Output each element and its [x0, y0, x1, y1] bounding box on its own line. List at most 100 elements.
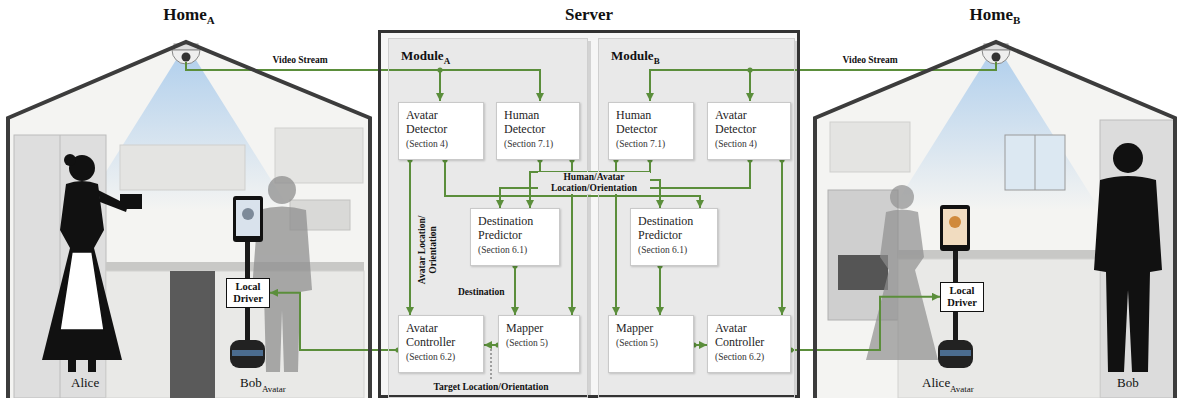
robot-wheel-band	[940, 350, 971, 356]
heading-group: HomeB	[815, 5, 1175, 26]
name-subscript: Avatar	[262, 384, 286, 394]
connector-arrow	[615, 160, 617, 315]
person-name: Bob	[1117, 375, 1139, 391]
section-reference: (Section 7.1)	[504, 138, 572, 150]
module-panel: ModuleB Human Detector(Section 7.1) Avatar…	[598, 38, 795, 398]
box-title: Avatar Detector	[406, 109, 476, 137]
kitchen-right	[815, 42, 1175, 398]
connector-arrow	[540, 160, 660, 208]
connector-arrow	[484, 344, 498, 346]
man-body	[1094, 176, 1162, 372]
heading-subscript: B	[654, 56, 660, 66]
junction-dot	[437, 67, 442, 72]
section-reference: (Section 7.1)	[616, 138, 686, 150]
person-name: Bob	[240, 375, 262, 391]
upper-cabinet	[275, 128, 363, 183]
house-panel: HomeB Local Driver	[815, 0, 1175, 398]
man-silhouette	[1094, 143, 1162, 372]
heading-group: HomeA	[8, 5, 370, 26]
process-box: Human Detector(Section 7.1)	[496, 102, 580, 160]
house-outline	[815, 0, 1175, 398]
driver-box: Local Driver	[940, 282, 984, 312]
panel-heading: Home	[163, 5, 206, 25]
window	[1005, 135, 1065, 190]
house-panel: HomeA Local Driver	[8, 0, 370, 398]
box-title: Destination Predictor	[478, 215, 552, 243]
upper-cabinet	[120, 145, 245, 190]
camera-light-cone	[892, 60, 1100, 210]
name-subscript: Avatar	[950, 384, 974, 394]
woman-hair-bun	[64, 154, 76, 166]
video-feed-line	[186, 62, 540, 101]
stream-label: Video Stream	[273, 55, 328, 65]
kitchen-ground	[815, 42, 1175, 398]
shadow-head	[268, 176, 296, 204]
process-box: Mapper(Section 5)	[498, 315, 580, 373]
counter-top	[106, 262, 364, 271]
camera-lens	[992, 53, 1001, 62]
shadow-head	[890, 185, 914, 209]
house-outline-path	[8, 42, 370, 398]
connector-arrow	[781, 160, 783, 315]
heading-group: ModuleA	[401, 46, 450, 66]
process-box: Avatar Controller(Section 6.2)	[707, 315, 791, 373]
robot-screen-face	[949, 216, 961, 228]
shadow-body	[866, 210, 938, 361]
box-title: Local Driver	[229, 281, 267, 305]
robot-screen	[943, 209, 967, 245]
robot-screen	[236, 200, 260, 236]
video-feed-line	[650, 62, 996, 101]
junction-dot	[747, 67, 752, 72]
robot-tablet	[233, 196, 263, 242]
apron	[60, 252, 104, 330]
edge-label: Destination	[456, 287, 506, 298]
person-name: Alice	[71, 375, 99, 391]
box-title: Mapper	[506, 322, 572, 336]
process-box: Mapper(Section 5)	[608, 315, 694, 373]
robot-wheel-band	[232, 350, 263, 356]
panel-heading: Home	[970, 5, 1013, 25]
man-head	[1113, 143, 1143, 173]
section-reference: (Section 4)	[715, 138, 783, 150]
heading-group: ModuleB	[611, 46, 660, 66]
heading-subscript: A	[444, 56, 451, 66]
connector-arrow	[571, 160, 573, 315]
box-title: Avatar Detector	[715, 109, 783, 137]
process-box: Human Detector(Section 7.1)	[608, 102, 694, 160]
stove	[170, 271, 215, 398]
box-title: Human Detector	[616, 109, 686, 137]
section-reference: (Section 5)	[506, 337, 572, 349]
connector-arrow	[500, 160, 750, 208]
book	[120, 194, 142, 209]
camera-lens	[182, 53, 191, 62]
box-title: Mapper	[616, 322, 686, 336]
window-bar	[1035, 135, 1036, 190]
camera-light-cone	[82, 60, 290, 210]
process-box: Destination Predictor(Section 6.1)	[470, 208, 560, 266]
server-ground	[378, 30, 800, 398]
heading-subscript: B	[1013, 14, 1020, 26]
camera-dome	[982, 50, 1010, 64]
section-reference: (Section 6.1)	[638, 244, 710, 256]
box-title: Avatar Controller	[715, 322, 783, 350]
module-fill	[598, 38, 795, 398]
process-box: Destination Predictor(Section 6.1)	[630, 208, 718, 266]
oven-window	[838, 255, 888, 290]
house-outline	[8, 0, 370, 398]
video-feed-branch	[439, 70, 441, 101]
kitchen-left	[8, 42, 370, 398]
heading-group: Server	[381, 5, 797, 25]
connector-arrow	[659, 266, 661, 315]
robot-tablet	[940, 205, 970, 251]
section-reference: (Section 5)	[616, 337, 686, 349]
section-reference: (Section 6.1)	[478, 244, 552, 256]
woman-silhouette	[42, 154, 142, 372]
connector-arrow	[514, 266, 516, 315]
module-heading: Module	[401, 48, 444, 64]
process-box: Avatar Controller(Section 6.2)	[398, 315, 484, 373]
section-reference: (Section 6.2)	[406, 351, 476, 363]
robot-base	[938, 340, 973, 368]
